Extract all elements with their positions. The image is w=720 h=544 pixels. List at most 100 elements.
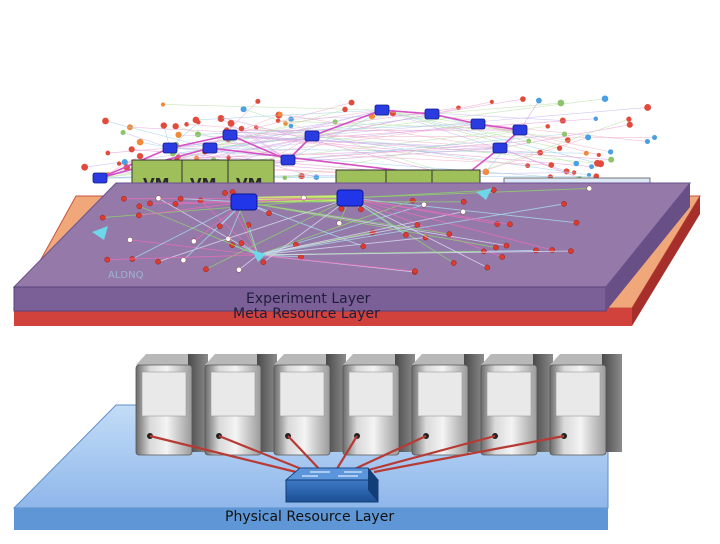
network-node (184, 122, 189, 127)
network-node (485, 265, 490, 270)
router-node (305, 131, 319, 141)
network-node (156, 196, 161, 201)
network-node (255, 99, 260, 104)
experiment-layer-label: Experiment Layer (246, 291, 370, 307)
network-node (561, 201, 566, 206)
network-node (339, 206, 344, 211)
network-node (584, 151, 589, 156)
network-node (137, 204, 142, 209)
network-edge (163, 104, 382, 110)
drive-bay (211, 372, 255, 416)
network-node (198, 198, 203, 203)
network-switch-icon (286, 468, 378, 502)
network-node (412, 269, 417, 274)
network-node (342, 107, 347, 112)
network-node (81, 164, 88, 171)
network-node (410, 198, 415, 203)
network-node (652, 135, 657, 140)
network-node (203, 267, 208, 272)
network-node (644, 104, 651, 111)
network-node (461, 199, 466, 204)
network-node (493, 245, 498, 250)
network-node (161, 122, 167, 128)
network-node (117, 161, 121, 165)
drive-bay (418, 372, 462, 416)
network-node (228, 120, 235, 127)
network-edge (210, 99, 605, 148)
network-node (102, 118, 109, 125)
network-node (239, 126, 244, 131)
network-node (557, 146, 562, 151)
network-node (283, 175, 288, 180)
network-node (217, 224, 222, 229)
network-node (239, 241, 244, 246)
router-node (203, 143, 217, 153)
network-node (222, 190, 227, 195)
network-node (105, 151, 110, 156)
physical-resource-layer-label: Physical Resource Layer (225, 509, 394, 525)
network-node (172, 123, 178, 129)
network-node (447, 232, 452, 237)
network-node (491, 188, 496, 193)
router-node (223, 130, 237, 140)
server-tower (550, 354, 622, 455)
router-node (281, 155, 295, 165)
network-edge (432, 102, 492, 114)
network-node (266, 211, 271, 216)
network-node (421, 202, 426, 207)
network-node (500, 254, 505, 259)
router-node (231, 194, 257, 210)
network-node (122, 159, 128, 165)
network-node (608, 149, 613, 154)
network-node (226, 155, 230, 159)
network-node (550, 247, 555, 252)
network-node (589, 164, 594, 169)
network-node (181, 258, 186, 263)
network-node (175, 132, 181, 138)
network-node (337, 221, 342, 226)
router-node (513, 125, 527, 135)
network-node (507, 222, 512, 227)
network-node (241, 106, 247, 112)
network-node (136, 213, 141, 218)
network-node (585, 134, 591, 140)
network-node (193, 117, 200, 124)
router-node (337, 190, 363, 206)
router-node (471, 119, 485, 129)
router-node (163, 143, 177, 153)
router-node (425, 109, 439, 119)
network-node (261, 260, 266, 265)
network-node (236, 267, 241, 272)
network-node (533, 248, 538, 253)
network-node (415, 222, 420, 227)
network-node (219, 115, 223, 119)
network-node (121, 196, 126, 201)
network-node (461, 209, 466, 214)
network-node (105, 257, 110, 262)
network-node (602, 95, 609, 102)
drive-bay (556, 372, 600, 416)
network-node (574, 220, 579, 225)
network-node (403, 232, 408, 237)
network-node (597, 153, 601, 157)
drive-bay (142, 372, 186, 416)
network-node (127, 237, 132, 242)
network-node (173, 201, 178, 206)
network-node (361, 244, 366, 249)
server-tower (274, 354, 346, 455)
network-node (546, 124, 550, 128)
router-node (375, 105, 389, 115)
drive-bay (487, 372, 531, 416)
network-edge (312, 110, 382, 136)
network-node (627, 122, 633, 128)
network-node (129, 146, 135, 152)
network-node (289, 124, 294, 129)
drive-bay (349, 372, 393, 416)
network-node (645, 139, 650, 144)
network-node (536, 98, 542, 104)
router-node (93, 173, 107, 183)
network-node (558, 100, 565, 107)
network-node (298, 254, 303, 259)
network-node (451, 260, 456, 265)
